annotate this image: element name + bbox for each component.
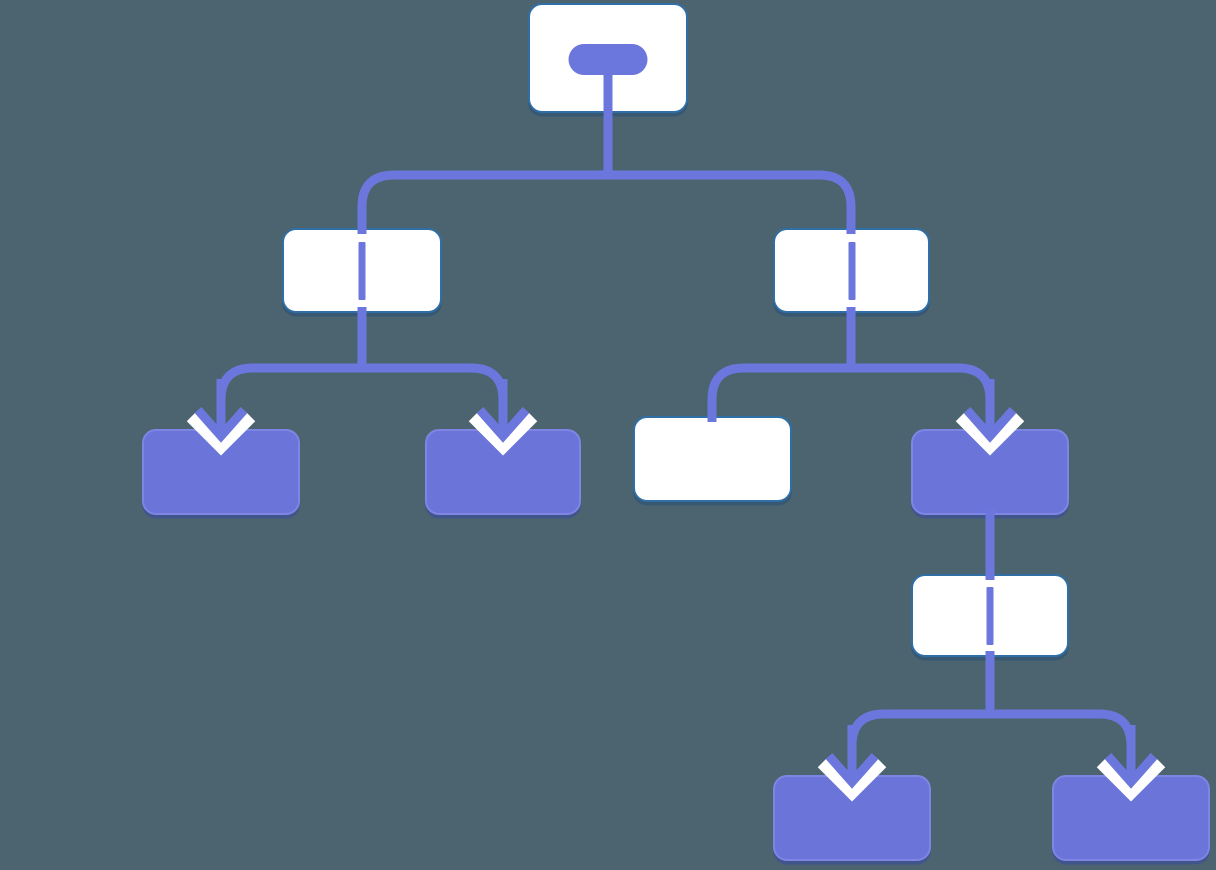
condition-node-right[interactable] xyxy=(773,228,930,313)
task-node-2[interactable] xyxy=(425,429,581,515)
task-node-4[interactable] xyxy=(773,775,931,861)
divider-bar-icon xyxy=(986,586,994,645)
task-node-1[interactable] xyxy=(142,429,300,515)
placeholder-node[interactable] xyxy=(633,416,792,502)
divider-bar-icon xyxy=(848,241,855,300)
condition-node-bottom[interactable] xyxy=(911,574,1069,657)
condition-node-left[interactable] xyxy=(282,228,442,313)
start-pill-icon xyxy=(568,44,648,75)
task-node-3[interactable] xyxy=(911,429,1069,515)
divider-bar-icon xyxy=(358,241,366,300)
task-node-5[interactable] xyxy=(1052,775,1210,861)
start-node[interactable] xyxy=(528,3,688,113)
